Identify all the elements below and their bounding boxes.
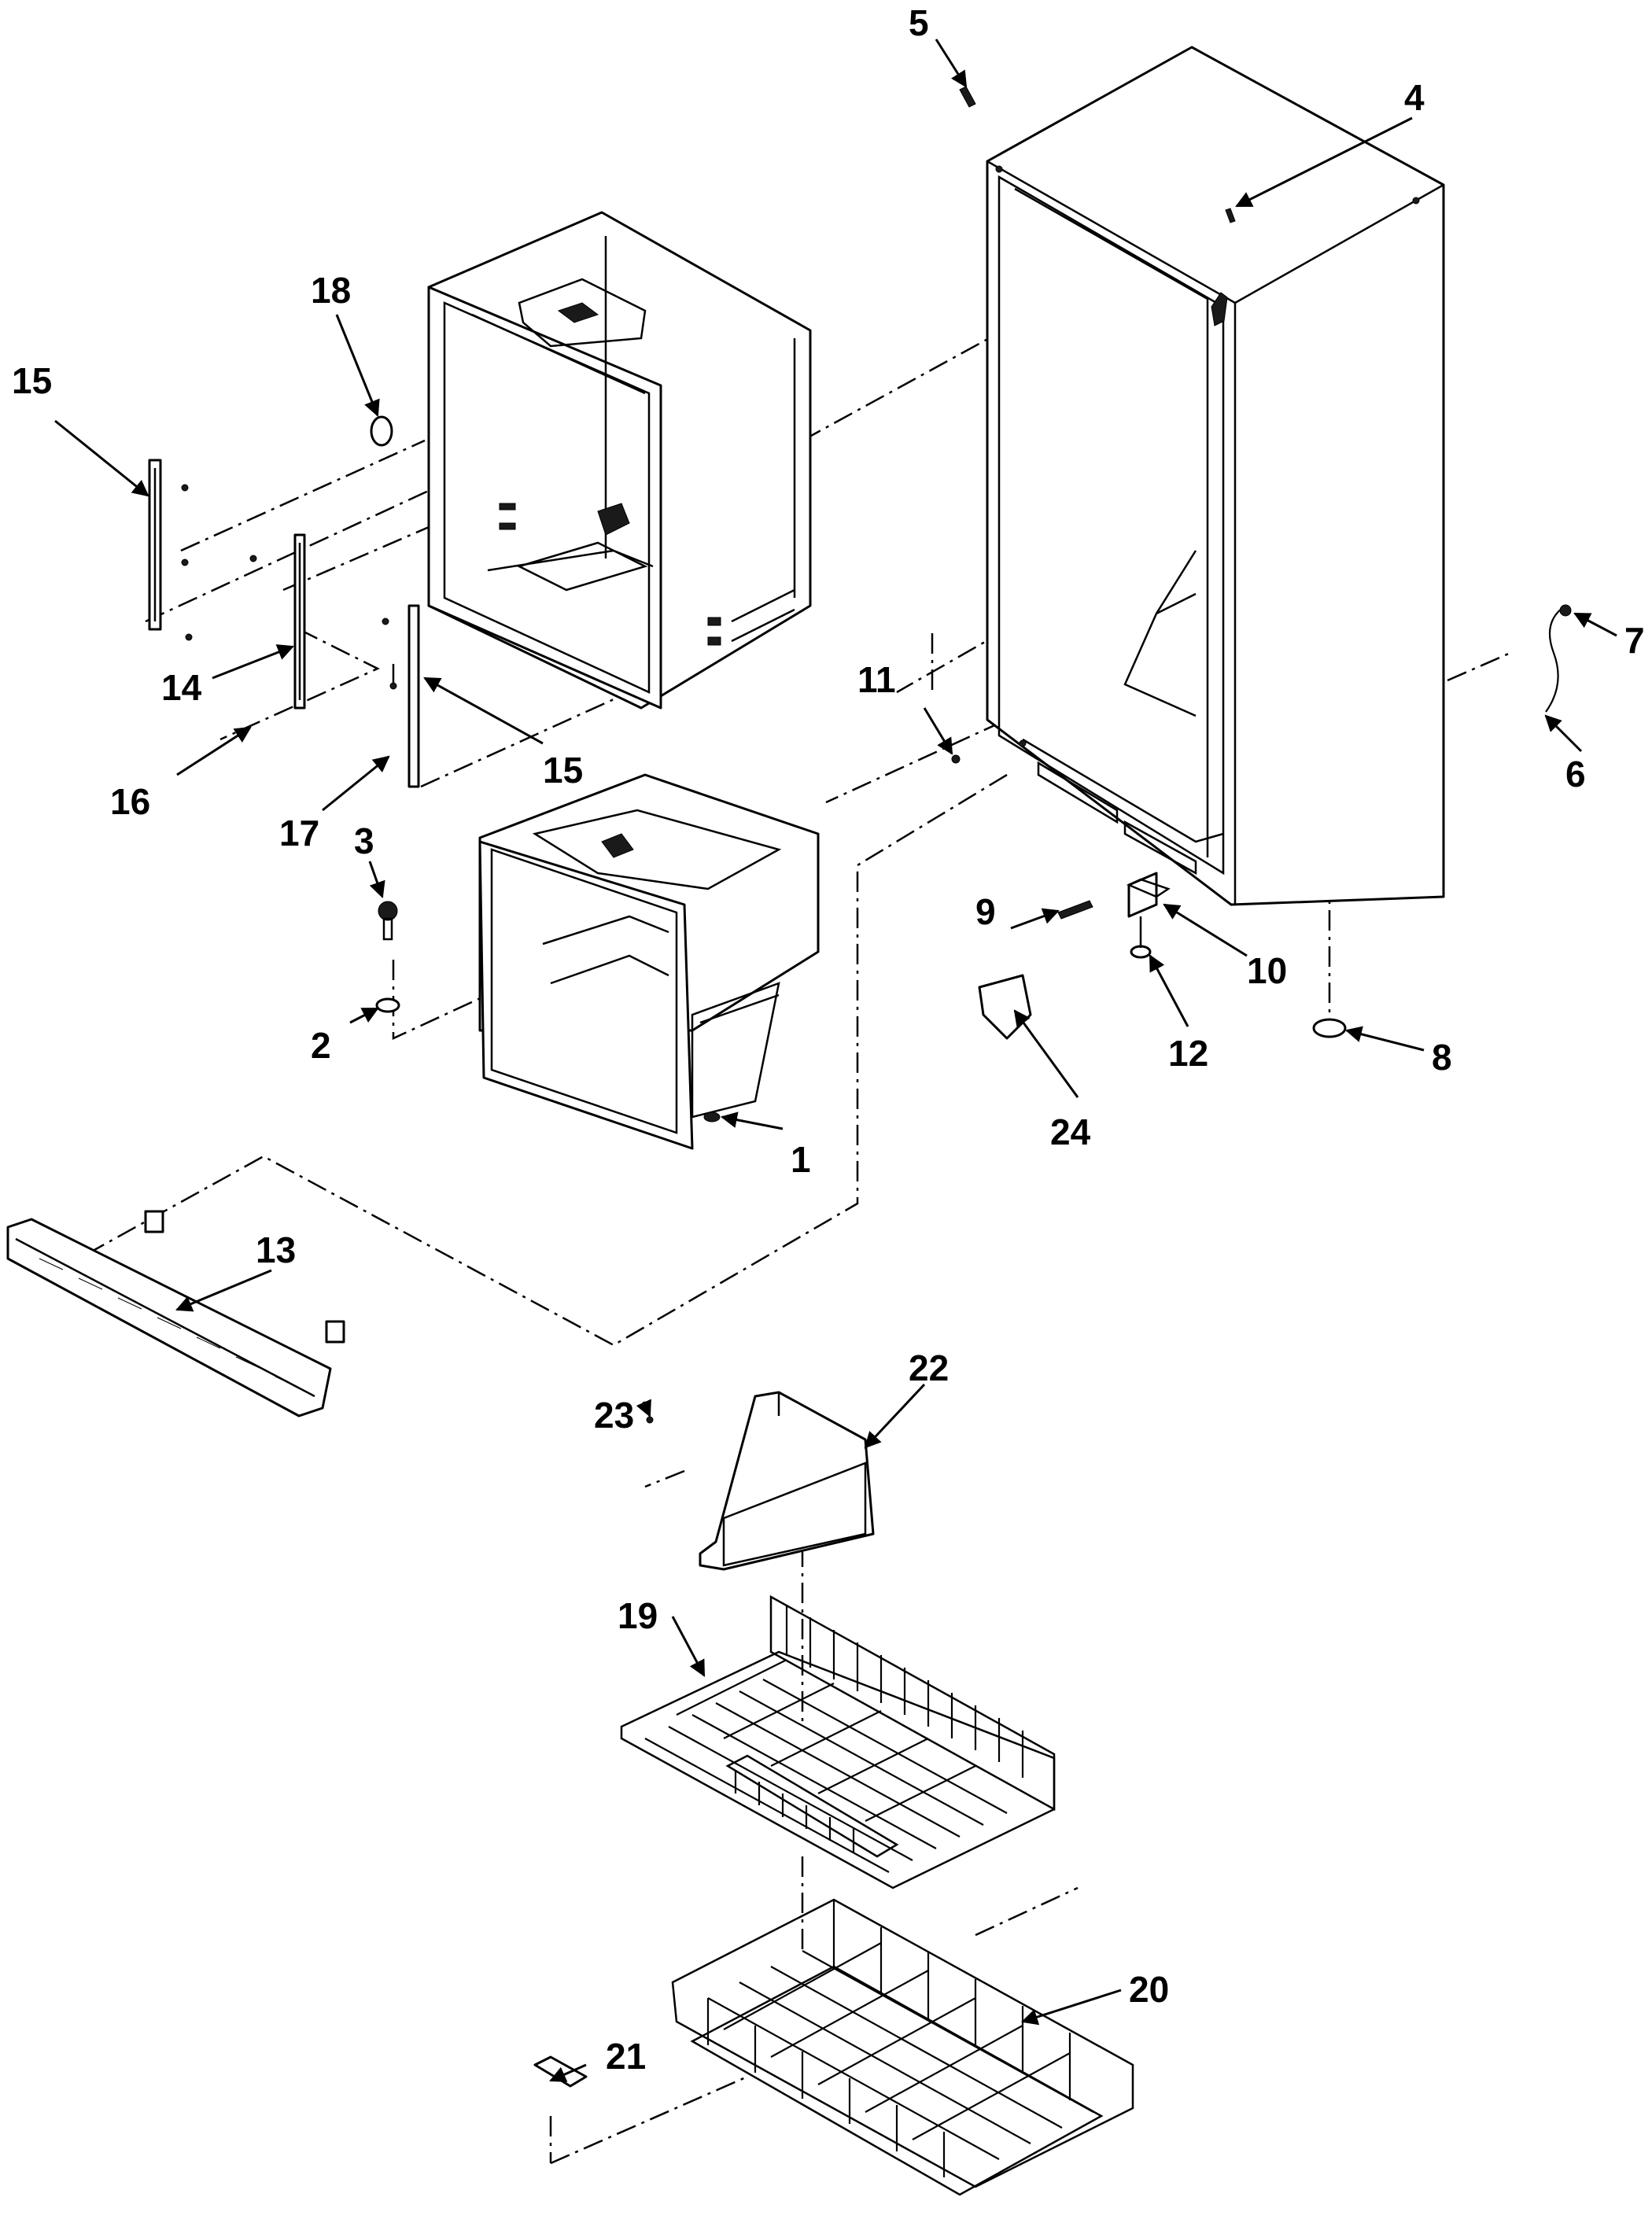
callout-3: 3	[354, 820, 374, 861]
callout-21: 21	[606, 2036, 646, 2077]
callout-labels: 1 2 3 4 5 6 7 8 9 10 11 12 13 14 15 15 1…	[12, 2, 1645, 2077]
callout-12: 12	[1168, 1033, 1208, 1074]
callout-1: 1	[791, 1139, 811, 1180]
freezer-liner	[478, 773, 820, 1150]
screw-11	[951, 754, 961, 764]
washer-2	[375, 997, 400, 1013]
bracket-24	[978, 974, 1032, 1040]
screw-5	[959, 86, 976, 108]
callout-19: 19	[618, 1595, 658, 1636]
callout-4: 4	[1404, 77, 1425, 118]
callout-2: 2	[311, 1025, 331, 1066]
callout-22: 22	[909, 1347, 949, 1388]
bolt-9	[1057, 900, 1093, 920]
screw-cap-3	[378, 901, 398, 921]
callout-7: 7	[1624, 620, 1645, 661]
screw-4	[1225, 208, 1236, 223]
washer-12	[1130, 945, 1152, 959]
callout-17: 17	[279, 813, 319, 853]
basket-handle-21	[533, 2055, 588, 2088]
basket-support-22	[699, 1391, 875, 1571]
clip-right	[325, 1320, 345, 1344]
fitting-7	[1559, 604, 1572, 617]
toe-grille	[6, 1210, 345, 1417]
tube-6	[1545, 605, 1566, 713]
callout-15-mid: 15	[543, 750, 583, 791]
wire-shelf-19	[620, 1594, 1056, 1889]
callout-6: 6	[1565, 754, 1586, 794]
wire-basket-20	[671, 1898, 1134, 2196]
callout-20: 20	[1129, 1969, 1169, 2010]
callout-11: 11	[857, 659, 896, 700]
callout-8: 8	[1432, 1037, 1452, 1078]
callout-23: 23	[594, 1395, 634, 1436]
refrigerator-cabinet	[986, 46, 1445, 906]
callout-13: 13	[256, 1229, 296, 1270]
callout-10: 10	[1247, 950, 1287, 991]
callout-5: 5	[909, 2, 929, 43]
clip-left	[144, 1210, 164, 1233]
callout-18: 18	[311, 270, 351, 311]
screw-23	[646, 1416, 654, 1424]
callout-14: 14	[161, 667, 202, 708]
shelf-rails	[148, 459, 420, 788]
callout-15-top: 15	[12, 360, 52, 401]
callout-16: 16	[110, 781, 150, 822]
callout-leaders	[54, 39, 1617, 2082]
hinge-10	[1127, 872, 1158, 918]
leveler-8	[1312, 1018, 1347, 1038]
callout-24: 24	[1050, 1111, 1091, 1152]
callout-9: 9	[975, 891, 996, 932]
plug-18	[370, 415, 393, 447]
fresh-food-liner	[427, 211, 812, 710]
